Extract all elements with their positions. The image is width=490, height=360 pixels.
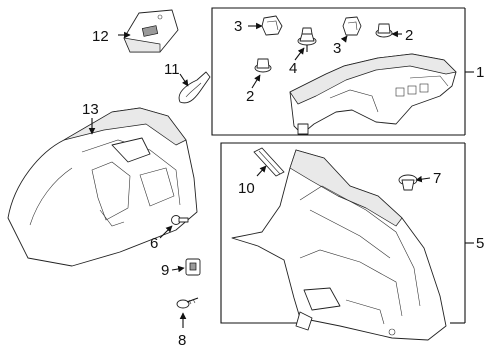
callout-12: 12 — [92, 28, 109, 45]
upper-assembly-box — [211, 7, 474, 136]
part-4-push-pin — [297, 27, 317, 52]
part-7-pin — [398, 174, 418, 191]
callout-7: 7 — [433, 170, 441, 187]
part-12-bracket — [123, 9, 179, 53]
callout-3-left: 3 — [234, 18, 242, 35]
part-13-quarter-trim — [7, 107, 198, 267]
callout-3-right: 3 — [333, 40, 341, 57]
part-2-push-pin-a — [375, 23, 393, 38]
lower-assembly-box — [220, 142, 474, 324]
part-2-push-pin-b — [254, 58, 272, 73]
part-8-screw — [176, 297, 199, 309]
callout-10: 10 — [238, 180, 255, 197]
callout-8: 8 — [178, 332, 186, 349]
leader-lines — [88, 22, 431, 328]
callout-11: 11 — [164, 61, 180, 78]
part-5-cargo-trim — [231, 149, 447, 341]
callout-6: 6 — [150, 235, 158, 252]
callout-9: 9 — [161, 262, 169, 279]
part-9-clip-nut — [185, 258, 201, 276]
part-6-bolt — [171, 215, 189, 225]
part-11-clip — [178, 71, 211, 104]
callout-1: 1 — [476, 64, 484, 81]
callout-2-lower: 2 — [246, 88, 254, 105]
part-3-clip-a — [261, 15, 283, 36]
callout-4: 4 — [289, 60, 297, 77]
callout-5: 5 — [476, 235, 484, 252]
part-10-strip — [253, 147, 285, 177]
callout-13: 13 — [82, 101, 99, 118]
callout-labels: 1 2 2 3 3 4 5 6 7 8 9 10 11 12 13 — [82, 18, 484, 349]
callout-2-upper: 2 — [405, 27, 413, 44]
part-3-clip-b — [342, 16, 362, 36]
part-1-upper-trim — [289, 53, 457, 135]
